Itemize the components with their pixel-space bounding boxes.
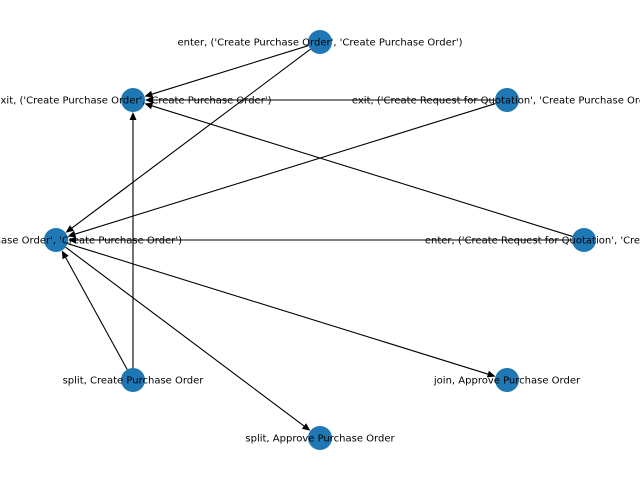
node-label: enter, ('Create Purchase Order', 'Create… [177,38,462,49]
edge-8 [67,243,496,378]
edge-line [73,103,496,236]
arrowhead [144,102,154,110]
arrowhead [65,225,75,233]
edge-3 [67,103,496,238]
arrowhead [145,96,153,104]
node-label: exit, ('Create Request for Quotation', '… [352,96,640,107]
node-label: enter, ('Create Request for Quotation', … [425,236,640,247]
node-n-exit-cpo [121,88,145,112]
node-n-enter-cpo [308,30,332,54]
node-label: exit, ('Create Purchase Order', 'Create … [0,96,272,107]
edge-0 [144,45,309,98]
edge-4 [144,102,573,237]
labels-layer: enter, ('Create Purchase Order', 'Create… [0,38,640,445]
node-n-split-cpo [121,368,145,392]
edge-9 [65,246,311,431]
arrowhead [68,236,76,244]
node-label: split, Create Purchase Order [63,376,205,387]
edge-line [70,48,311,230]
arrowhead [301,423,311,431]
edge-line [150,104,573,237]
edge-line [64,255,128,370]
node-n-exit-rfq [495,88,519,112]
edge-line [150,45,309,96]
edge-5 [68,236,572,244]
edge-line [67,243,490,376]
edges-layer [61,45,573,431]
node-label: ('Create Purchase Order', 'Create Purcha… [0,236,182,247]
edge-2 [145,96,495,104]
node-n-left [44,228,68,252]
node-n-join-apo [495,368,519,392]
arrowhead [67,230,77,238]
arrowhead [486,370,496,378]
node-n-split-apo [308,426,332,450]
nodes-layer [44,30,596,450]
arrowhead [129,112,137,120]
edge-7 [61,250,128,370]
edge-6 [129,112,137,368]
node-label: join, Approve Purchase Order [433,376,581,387]
arrowhead [61,250,69,260]
node-n-enter-rfq [572,228,596,252]
edge-1 [65,48,311,233]
node-label: split, Approve Purchase Order [245,434,395,445]
arrowhead [144,90,154,98]
edge-line [65,246,306,428]
